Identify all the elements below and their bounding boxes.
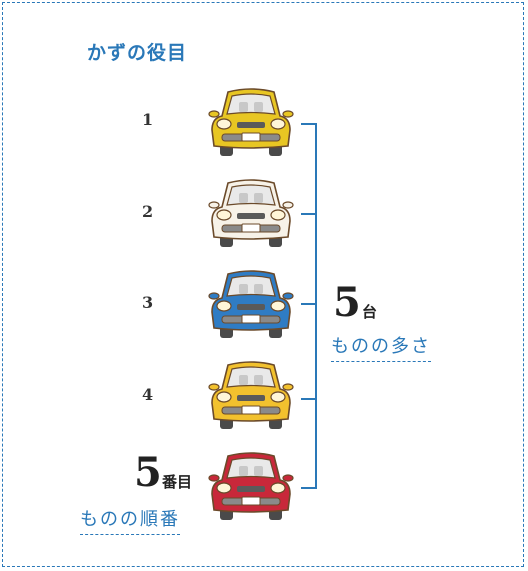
- quantity-unit: 台: [362, 303, 378, 321]
- car-icon-3: [208, 270, 294, 339]
- quantity-number: 5: [333, 279, 361, 326]
- car-icon-1: [208, 88, 294, 157]
- dashed-frame: [2, 2, 524, 567]
- car-icon-5: [208, 452, 294, 521]
- car-number-3: 3: [142, 293, 154, 312]
- car-icon-2: [208, 179, 294, 248]
- car-icon-4: [208, 361, 294, 430]
- page-title: かずの役目: [87, 42, 188, 64]
- group-bracket: [301, 123, 317, 489]
- car-number-4: 4: [142, 385, 154, 404]
- order-unit: 番目: [162, 473, 193, 491]
- quantity-label: ものの多さ: [331, 332, 431, 362]
- car-number-2: 2: [142, 202, 154, 221]
- car-number-1: 1: [142, 110, 154, 129]
- order-label: ものの順番: [80, 505, 180, 535]
- order-number: 5: [134, 449, 162, 496]
